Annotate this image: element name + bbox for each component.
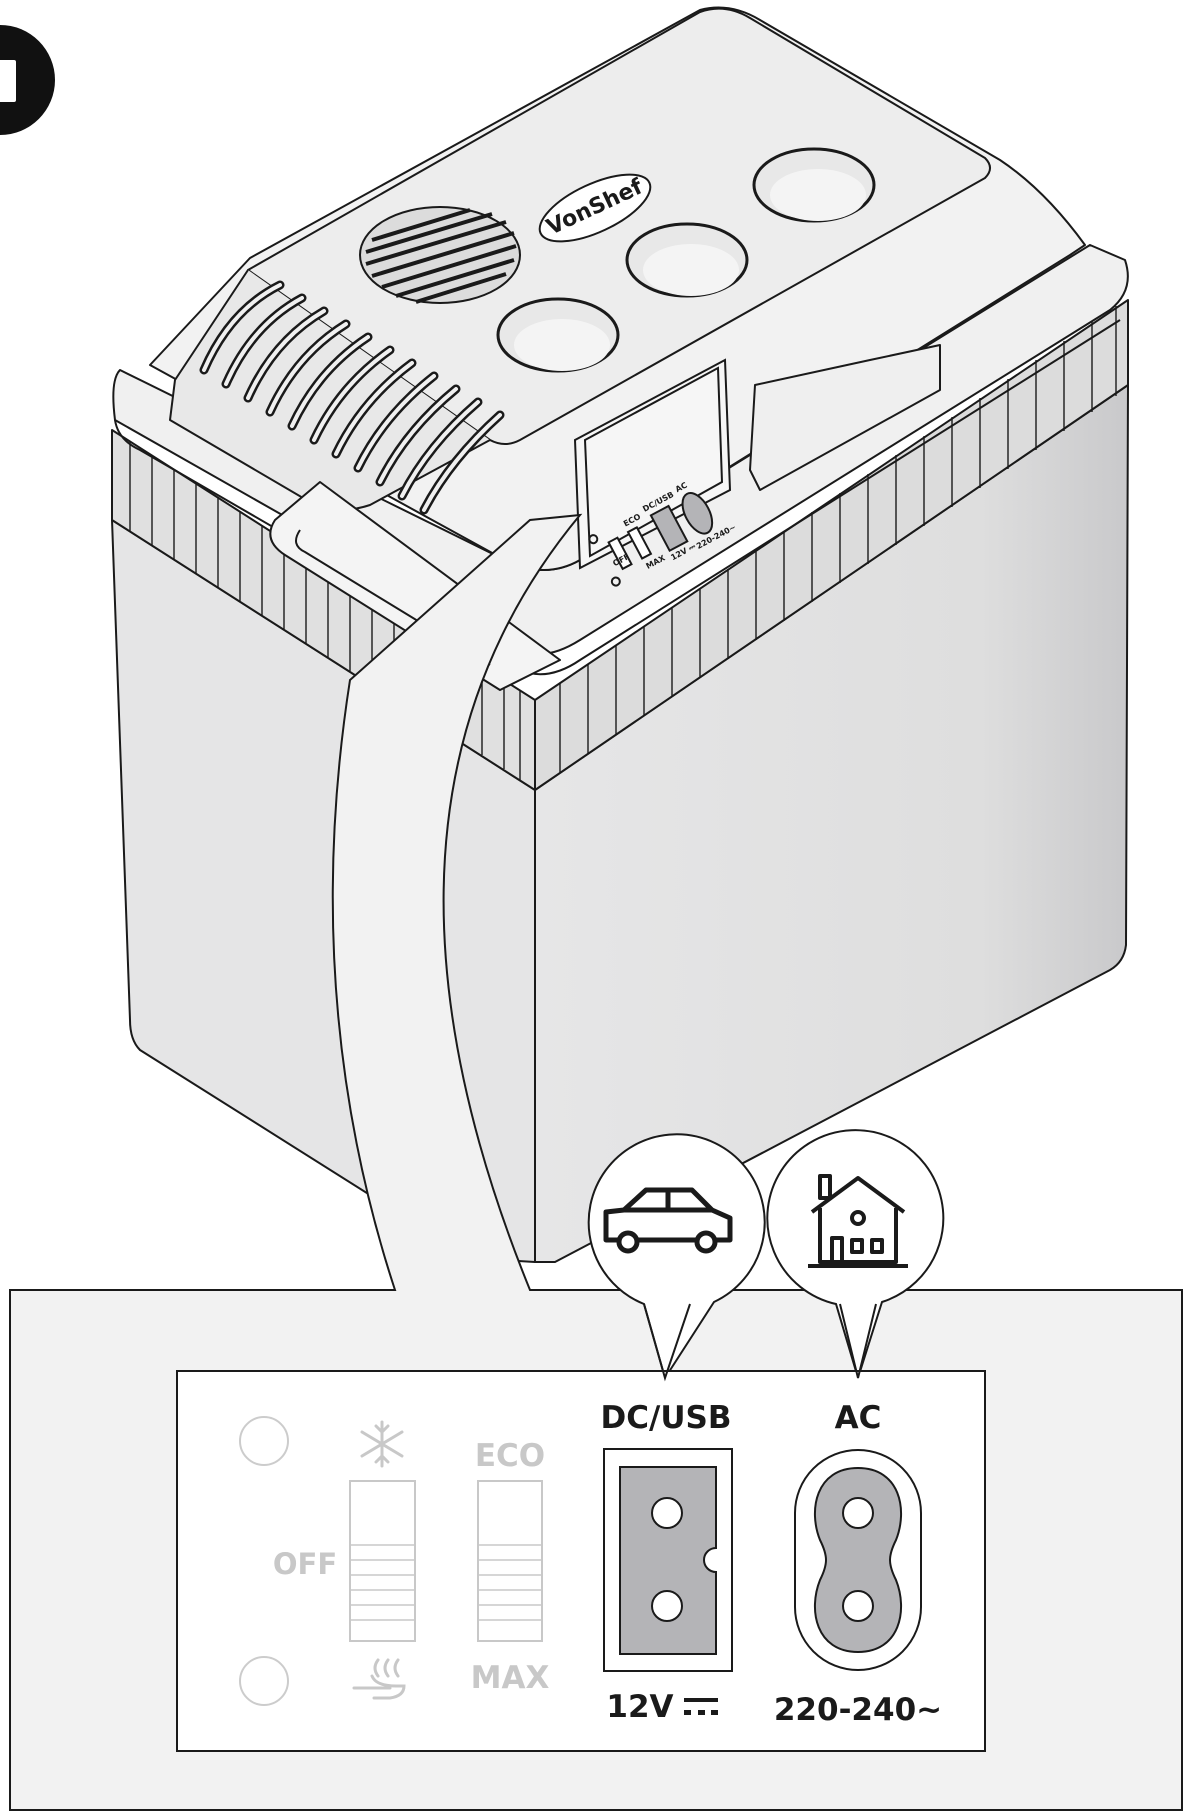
dc-socket[interactable] [603, 1448, 733, 1672]
mini-control-panel: OFF ECO MAX DC/USB 12V ⎓ AC 220-240~ [573, 358, 738, 587]
ac-callout-bubble [766, 1129, 945, 1382]
step-number-badge [0, 25, 55, 135]
brand-logo: VonShef [538, 173, 652, 243]
rib-lines-right [559, 306, 1117, 773]
max-label: MAX [471, 1660, 550, 1696]
direct-current-icon [684, 1698, 718, 1715]
dc-usb-label: DC/USB [601, 1400, 732, 1436]
lid-top-plate [247, 7, 991, 445]
eco-label: ECO [475, 1438, 545, 1474]
dc-callout-bubble [587, 1133, 766, 1381]
fan-grille [359, 206, 521, 304]
dc-voltage-label: 12V [606, 1689, 673, 1725]
snowflake-icon [360, 1420, 404, 1468]
car-icon [603, 1187, 733, 1254]
eco-max-switch[interactable] [477, 1480, 543, 1642]
control-panel: OFF ECO MAX DC/USB 12V [176, 1370, 986, 1752]
power-indicator-lights [239, 1416, 289, 1706]
cool-box-body [111, 299, 1129, 1263]
handle-right [749, 344, 941, 491]
off-label: OFF [273, 1547, 337, 1581]
ac-voltage-label: 220-240~ [774, 1692, 942, 1728]
house-icon [808, 1174, 908, 1268]
ac-socket[interactable] [794, 1449, 922, 1671]
front-face [534, 384, 1129, 1263]
ac-label: AC [835, 1400, 882, 1436]
callout-pointers [643, 1303, 877, 1382]
cool-heat-switch[interactable] [349, 1480, 416, 1642]
heating-icon [352, 1658, 406, 1700]
